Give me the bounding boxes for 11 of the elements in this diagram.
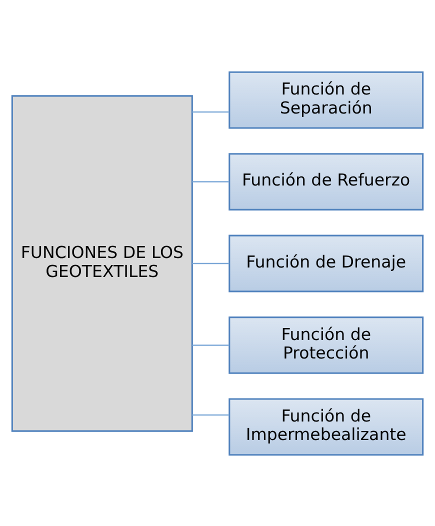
node-box: Función de Impermebealizante — [228, 398, 424, 456]
connector — [192, 262, 230, 264]
node-box: Función de Drenaje — [228, 234, 424, 292]
node-box: FUNCIONES DE LOS GEOTEXTILES — [11, 94, 193, 432]
connector — [192, 110, 230, 112]
connector — [192, 180, 230, 182]
node-box: Función de Separación — [228, 70, 424, 128]
connector — [192, 344, 230, 346]
connector — [192, 414, 230, 416]
node-box: Función de Protección — [228, 316, 424, 374]
node-box: Función de Refuerzo — [228, 152, 424, 210]
